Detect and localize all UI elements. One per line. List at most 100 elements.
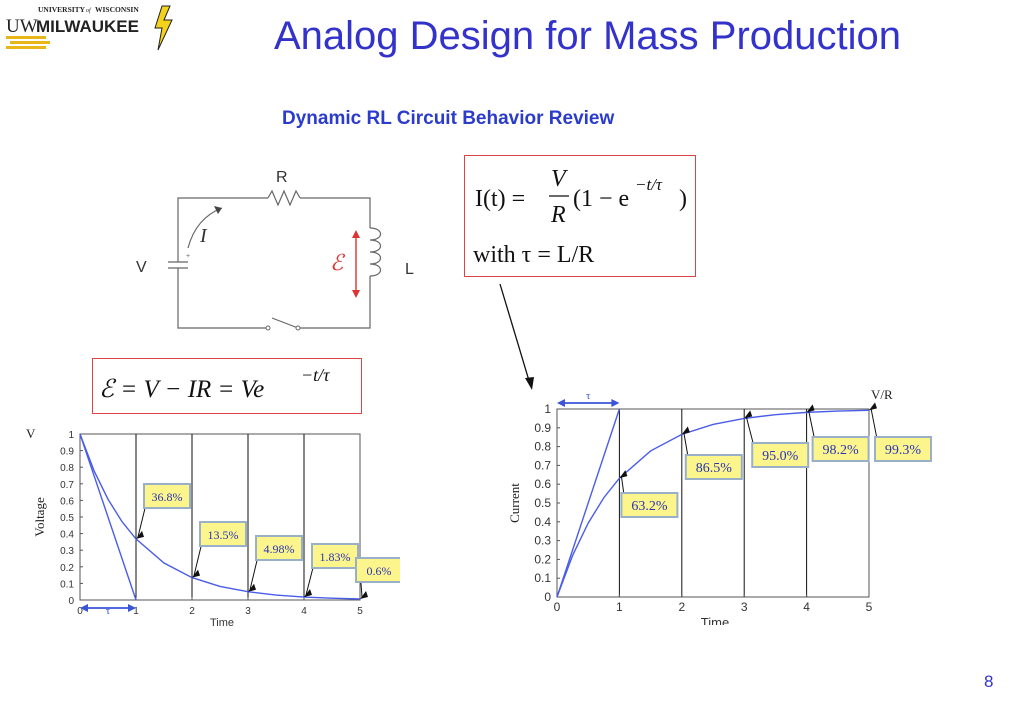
current-equation-box: I(t) = V R (1 − e −t/τ ) with τ = L/R <box>464 155 696 277</box>
current-label: I <box>199 225 208 247</box>
inductor-coil <box>369 227 382 277</box>
switch-blade <box>271 317 299 329</box>
current-arrowhead <box>214 206 222 214</box>
y-tick-label: 0.3 <box>60 546 74 557</box>
annotation-arrowhead <box>192 569 200 578</box>
x-tick-label: 2 <box>678 600 685 614</box>
logo-wisconsin-text: WISCONSIN <box>95 5 139 14</box>
wire-top-left <box>177 197 268 238</box>
annotation-arrowhead <box>744 410 753 419</box>
tau-label: τ <box>106 605 111 617</box>
y-axis-top-label: V/R <box>871 387 893 402</box>
eq1-denominator: R <box>550 202 566 228</box>
y-tick-label: 0 <box>544 590 551 604</box>
eq1-numerator: V <box>551 166 568 192</box>
annotation-box <box>143 483 191 509</box>
x-axis-label: Time <box>210 617 234 629</box>
tau-label: τ <box>586 390 591 402</box>
logo-stripe-1 <box>6 36 46 39</box>
y-axis-label: Voltage <box>32 497 47 537</box>
y-tick-label: 0.2 <box>60 563 74 574</box>
wire-top-right <box>300 197 371 228</box>
annotation-arrowhead <box>869 402 877 411</box>
x-tick-label: 1 <box>616 600 623 614</box>
annotation-box <box>620 492 679 518</box>
y-tick-label: 0.5 <box>60 513 74 524</box>
annotation-box <box>199 521 247 547</box>
y-tick-label: 0.7 <box>534 458 551 472</box>
logo-university-text: UNIVERSITY <box>38 5 86 14</box>
annotation-label: 1.83% <box>320 550 351 564</box>
y-axis-label: Current <box>507 483 522 523</box>
annotation-arrowhead <box>619 470 628 479</box>
emf-arrow-up <box>352 230 360 238</box>
series-tangent-line <box>79 433 137 601</box>
emf-equation-box: ℰ = V − IR = Ve −t/τ <box>92 358 362 414</box>
annotation-label: 86.5% <box>696 461 733 476</box>
y-tick-label: 0.2 <box>534 552 551 566</box>
eq1-exponent: −t/τ <box>635 175 663 194</box>
annotation-arrowhead <box>304 589 312 598</box>
y-axis-top-label: V <box>26 426 36 441</box>
eq1-lhs: I(t) = <box>475 186 525 212</box>
annotation-label: 36.8% <box>152 490 183 504</box>
logo-stripe-2 <box>10 41 50 44</box>
inductor-label: L <box>405 261 414 278</box>
annotation-arrowhead <box>248 583 256 592</box>
series-curve <box>79 433 361 600</box>
x-tick-label: 2 <box>189 606 195 617</box>
annotation-label: 0.6% <box>367 564 392 578</box>
logo-of-text: of <box>86 7 92 14</box>
emf-label: ℰ <box>330 250 346 275</box>
eq1-close: ) <box>679 186 687 212</box>
annotation-box <box>684 454 743 480</box>
y-tick-label: 0.8 <box>60 463 74 474</box>
annotation-label: 13.5% <box>208 528 239 542</box>
battery-plus: + <box>186 253 190 260</box>
y-tick-label: 1 <box>68 430 74 441</box>
tau-arrow-left <box>557 399 565 407</box>
tau-arrow-right <box>128 604 136 612</box>
annotation-label: 99.3% <box>885 443 922 458</box>
y-tick-label: 0.4 <box>534 515 551 529</box>
y-tick-label: 0.4 <box>60 530 74 541</box>
x-tick-label: 4 <box>301 606 307 617</box>
voltage-label: V <box>136 259 147 276</box>
annotation-label: 4.98% <box>264 542 295 556</box>
x-tick-label: 3 <box>245 606 251 617</box>
emf-equation: ℰ = V − IR = Ve −t/τ <box>99 365 330 403</box>
wire-bottom-right <box>298 276 371 329</box>
eq2-text: ℰ = V − IR = Ve <box>99 376 264 403</box>
eq2-exponent: −t/τ <box>301 365 330 385</box>
logo-stripe-3 <box>6 46 46 49</box>
resistor-zigzag <box>267 189 301 207</box>
annotation-box <box>751 442 810 468</box>
y-tick-label: 0.7 <box>60 480 74 491</box>
y-tick-label: 0.6 <box>534 477 551 491</box>
x-tick-label: 1 <box>133 606 139 617</box>
x-tick-label: 0 <box>77 606 83 617</box>
annotation-box <box>255 535 303 561</box>
y-tick-label: 0.1 <box>534 571 551 585</box>
page-title: Analog Design for Mass Production <box>274 14 901 58</box>
logo-milwaukee-text: MILWAUKEE <box>36 17 139 36</box>
annotation-label: 95.0% <box>762 449 799 464</box>
logo-uw-text: UW <box>6 16 38 37</box>
series-tangent-line <box>556 408 621 598</box>
page-number: 8 <box>984 672 994 691</box>
series-curve <box>556 409 870 598</box>
rl-circuit-diagram: R I V + ℰ L <box>136 169 414 331</box>
slide-subtitle: Dynamic RL Circuit Behavior Review <box>282 108 615 129</box>
annotation-arrowhead <box>136 530 144 539</box>
x-tick-label: 4 <box>803 600 810 614</box>
eq1-paren: (1 − e <box>573 186 629 212</box>
annotation-label: 63.2% <box>631 499 668 514</box>
annotation-arrowhead <box>681 426 690 435</box>
x-axis-label: Time <box>701 615 729 625</box>
annotation-arrowhead <box>806 404 815 413</box>
y-tick-label: 1 <box>544 402 551 416</box>
x-tick-label: 5 <box>866 600 873 614</box>
tau-arrow-left <box>80 604 88 612</box>
